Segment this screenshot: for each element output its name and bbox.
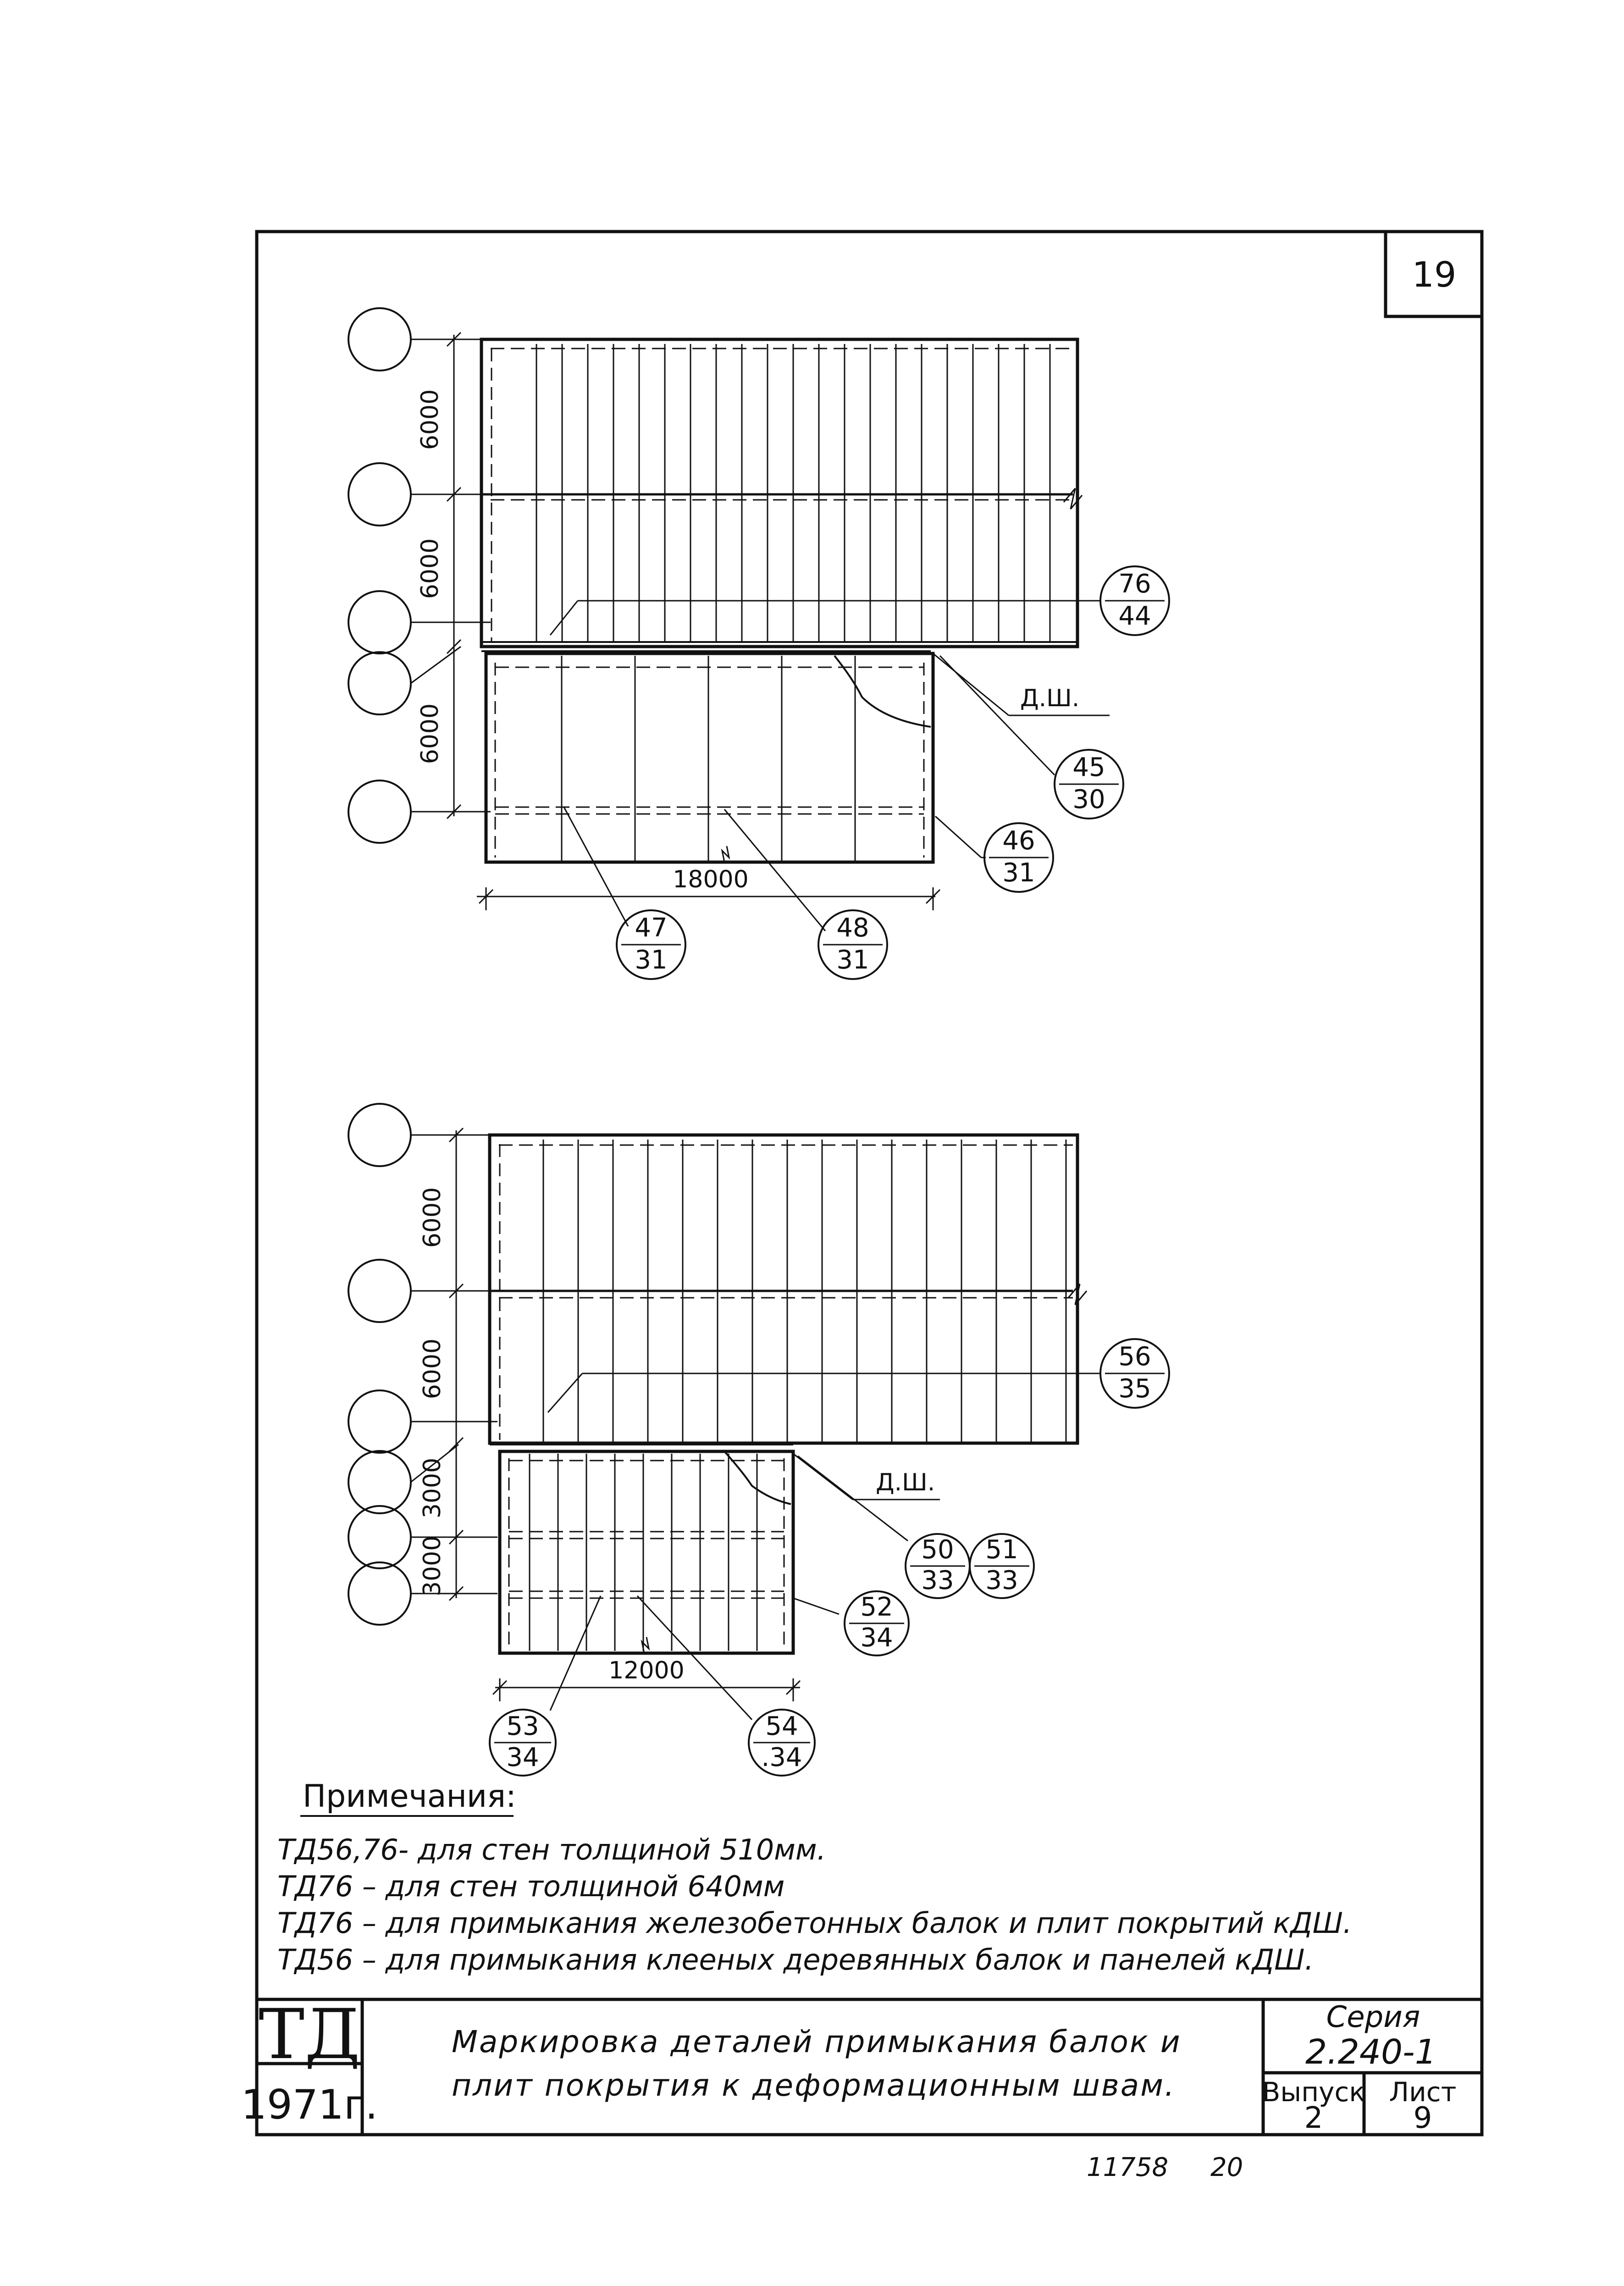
beam-lines [529, 1454, 758, 1651]
note-line: ТД76 – для примыкания железобетонных бал… [277, 1906, 1352, 1940]
grid-axis-bubble [348, 1505, 412, 1569]
seam-label: Д.Ш. [1020, 685, 1079, 712]
callout-56-35: 56 35 [1099, 1338, 1170, 1409]
svg-text:54: 54 [765, 1711, 798, 1741]
svg-text:52: 52 [860, 1592, 893, 1622]
svg-text:46: 46 [1002, 826, 1035, 856]
svg-text:45: 45 [1072, 753, 1105, 782]
callout-47-31: 47 31 [616, 909, 686, 980]
svg-text:51: 51 [985, 1535, 1018, 1565]
callout-76-44: 76 44 [1099, 565, 1170, 636]
svg-text:53: 53 [506, 1711, 539, 1741]
dimension-label: 3000 [419, 1458, 446, 1518]
note-line: ТД56,76- для стен толщиной 510мм. [277, 1833, 826, 1866]
plan-bottom [348, 1103, 1100, 1721]
dimension-label: 3000 [419, 1536, 446, 1596]
title-block [257, 1998, 1482, 2135]
series-label: Серия [1326, 2000, 1420, 2034]
grid-axis-bubble [348, 590, 412, 654]
dimension-label: 6000 [419, 1187, 446, 1248]
beam-lines [542, 1140, 1067, 1442]
grid-axis-bubble [348, 1259, 412, 1323]
dimension-label: 6000 [416, 703, 444, 764]
sheet-frame [255, 230, 1484, 2137]
callout-45-30: 45 30 [1054, 749, 1124, 819]
grid-axis-bubble [348, 651, 412, 715]
dimension-label: 6000 [416, 538, 444, 599]
drawing-title-line2: плит покрытия к деформационным швам. [452, 2068, 1176, 2103]
organization-logo: ТД [259, 1995, 360, 2075]
grid-axis-bubble [348, 1103, 412, 1167]
svg-text:50: 50 [921, 1535, 954, 1565]
grid-axis-bubble [348, 1450, 412, 1514]
svg-text:33: 33 [985, 1566, 1018, 1595]
callout-51-33: 51 33 [969, 1533, 1035, 1599]
svg-text:56: 56 [1118, 1342, 1151, 1372]
notes-heading: Примечания: [303, 1778, 516, 1815]
footer-page-number: 20 [1210, 2153, 1243, 2182]
svg-text:30: 30 [1072, 785, 1105, 814]
dimension-label: 6000 [419, 1339, 446, 1399]
dimension-label: 12000 [608, 1657, 684, 1684]
note-line: ТД76 – для стен толщиной 640мм [277, 1870, 784, 1903]
callout-52-34: 52 34 [844, 1590, 910, 1656]
issue-value: 2 [1304, 2101, 1323, 2135]
beam-lines [561, 656, 856, 862]
sheet-value: 9 [1414, 2101, 1432, 2135]
svg-text:76: 76 [1118, 569, 1151, 599]
series-value: 2.240-1 [1305, 2032, 1436, 2072]
svg-text:48: 48 [836, 913, 869, 943]
svg-text:31: 31 [836, 945, 869, 975]
page-number: 19 [1412, 254, 1457, 295]
svg-text:33: 33 [921, 1566, 954, 1595]
beam-lines [536, 344, 1051, 642]
svg-text:34: 34 [860, 1623, 893, 1653]
seam-label: Д.Ш. [876, 1469, 935, 1496]
svg-text:35: 35 [1118, 1374, 1151, 1404]
grid-axis-bubble [348, 780, 412, 844]
issue-label: Выпуск [1262, 2076, 1365, 2108]
callout-50-33: 50 33 [905, 1533, 971, 1599]
page-number-box [1384, 230, 1484, 318]
grid-axis-bubble [348, 1561, 412, 1626]
svg-text:47: 47 [635, 913, 667, 943]
callout-48-31: 48 31 [818, 909, 888, 980]
svg-text:44: 44 [1118, 601, 1151, 631]
callout-54-34: 54 .34 [748, 1709, 816, 1777]
callout-53-34: 53 34 [489, 1709, 557, 1777]
callout-46-31: 46 31 [983, 822, 1054, 893]
svg-text:31: 31 [1002, 858, 1035, 888]
svg-text:.34: .34 [761, 1743, 802, 1772]
footer-archive-number: 11758 [1087, 2153, 1168, 2182]
svg-text:34: 34 [506, 1743, 539, 1772]
svg-text:31: 31 [635, 945, 667, 975]
plan-top [348, 307, 1110, 931]
note-line: ТД56 – для примыкания клееных деревянных… [277, 1943, 1314, 1976]
dimension-label: 6000 [416, 389, 444, 450]
year-label: 1971г. [241, 2081, 378, 2128]
dimension-label: 18000 [673, 866, 748, 893]
drawing-title-line1: Маркировка деталей примыкания балок и [452, 2024, 1182, 2059]
grid-axis-bubble [348, 1389, 412, 1454]
grid-axis-bubble [348, 307, 412, 371]
sheet-label: Лист [1389, 2076, 1457, 2108]
grid-axis-bubble [348, 462, 412, 526]
